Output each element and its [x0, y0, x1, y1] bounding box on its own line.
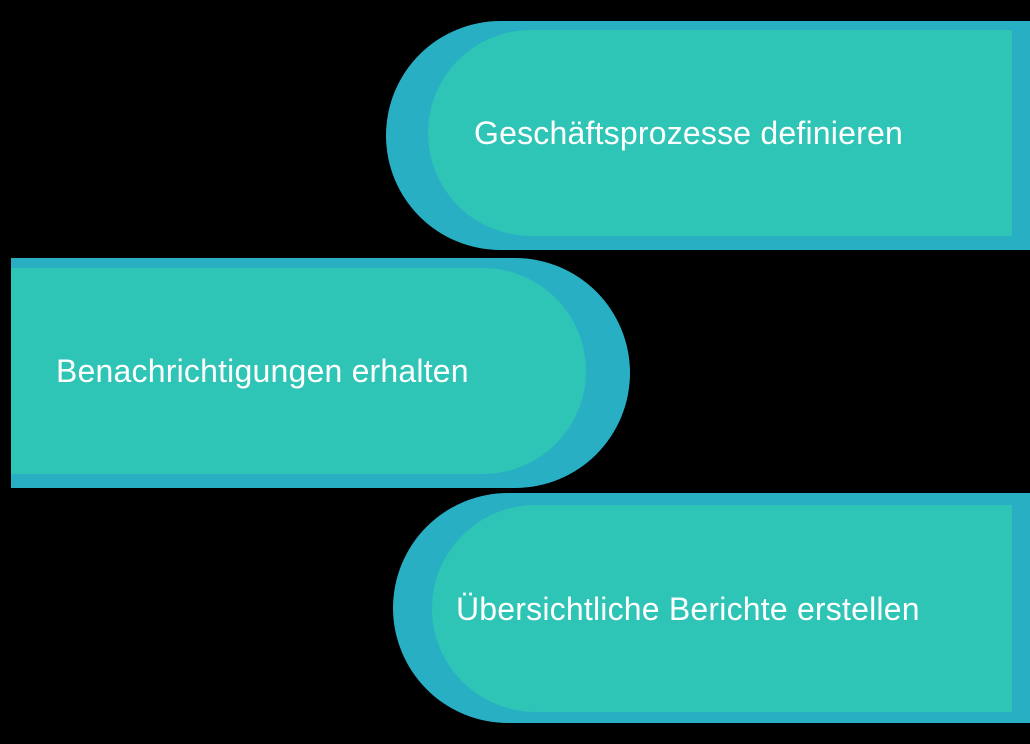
bar-label-receive-notifications: Benachrichtigungen erhalten [56, 353, 469, 389]
bar-front-layer[interactable]: Benachrichtigungen erhalten [11, 268, 586, 474]
bar-front-layer[interactable]: Geschäftsprozesse definieren [428, 30, 1012, 236]
bar-label-define-business-processes: Geschäftsprozesse definieren [474, 115, 903, 151]
bar-define-business-processes[interactable]: Geschäftsprozesse definieren [0, 0, 1030, 260]
bar-front-layer[interactable]: Übersichtliche Berichte erstellen [432, 505, 1012, 712]
bar-receive-notifications[interactable]: Benachrichtigungen erhalten [0, 0, 1030, 500]
bar-label-create-clear-reports: Übersichtliche Berichte erstellen [456, 590, 920, 627]
